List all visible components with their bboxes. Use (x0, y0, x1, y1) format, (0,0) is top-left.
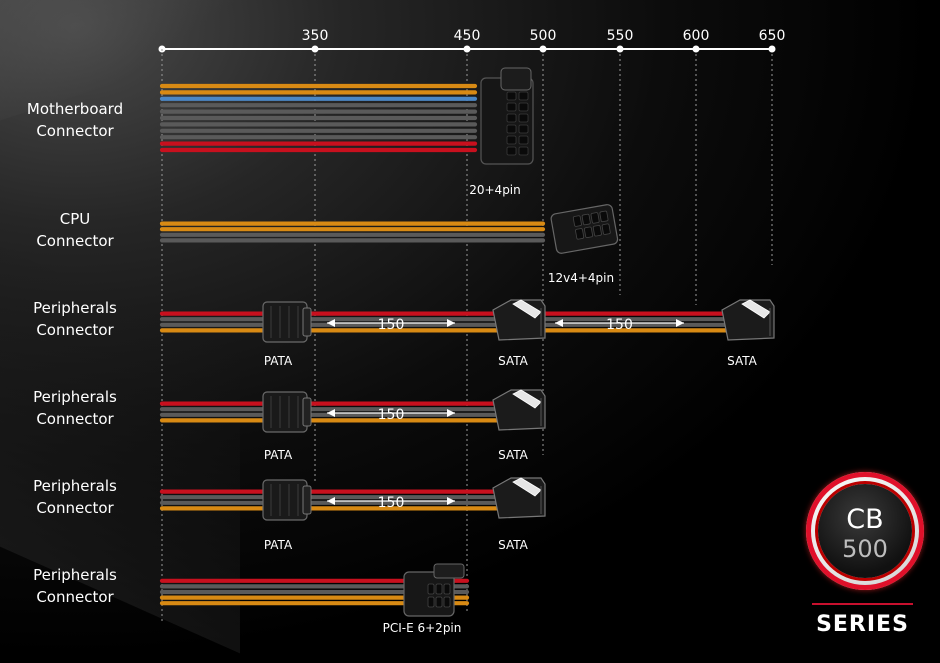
scale-tick-dot-450 (463, 45, 471, 53)
arrow-right-icon (676, 319, 684, 327)
pcie-latch (433, 563, 465, 579)
scale-tick-dot-500 (539, 45, 547, 53)
scale-tick-dot-550 (616, 45, 624, 53)
connector-label: 20+4pin (469, 183, 521, 197)
row-label-line1: Peripherals (33, 299, 117, 317)
row-label-line2: Connector (36, 410, 114, 428)
cable-row-6: PCI-E 6+2pin (159, 563, 470, 635)
row-label-line2: Connector (36, 321, 114, 339)
scale-tick-label-600: 600 (683, 28, 710, 44)
logo-cb-text: CB (846, 504, 884, 535)
connector-label: PCI-E 6+2pin (383, 621, 462, 635)
length-dimension: 150 (327, 317, 455, 333)
row-label-line2: Connector (36, 499, 114, 517)
length-dimension: 150 (555, 317, 684, 333)
eps8-connector-icon (550, 204, 619, 254)
atx24-connector-icon (480, 67, 534, 165)
logo-model-number: 500 (842, 535, 888, 563)
row-label-line1: Peripherals (33, 388, 117, 406)
pata-body (262, 479, 308, 521)
series-wordmark: SERIES (816, 612, 909, 637)
scale-tick-label-450: 450 (454, 28, 481, 44)
arrow-left-icon (327, 497, 335, 505)
length-value: 150 (378, 495, 405, 511)
arrow-left-icon (555, 319, 563, 327)
cb500-logo: CB 500 (806, 472, 924, 590)
scale-tick-dot-600 (692, 45, 700, 53)
pata-body (262, 391, 308, 433)
pata-connector-icon (262, 479, 312, 521)
row-label-line2: Connector (36, 232, 114, 250)
row-label-line1: Peripherals (33, 566, 117, 584)
scale-tick-dot-350 (311, 45, 319, 53)
series-divider (812, 603, 913, 605)
connector-label: SATA (498, 354, 529, 368)
scale-tick-dot-650 (768, 45, 776, 53)
connector-label: PATA (264, 448, 293, 462)
length-dimension: 150 (327, 495, 455, 511)
scale-tick-label-650: 650 (759, 28, 786, 44)
pata-body (262, 301, 308, 343)
sata-connector-icon (492, 477, 546, 519)
pata-connector-icon (262, 301, 312, 343)
arrow-right-icon (447, 319, 455, 327)
row-label-line1: CPU (59, 210, 91, 228)
pcie8-connector-icon (403, 563, 465, 617)
connector-label: 12v4+4pin (548, 271, 614, 285)
sata-connector-icon (492, 299, 546, 341)
arrow-left-icon (327, 319, 335, 327)
row-label-line2: Connector (36, 588, 114, 606)
length-value: 150 (606, 317, 633, 333)
arrow-left-icon (327, 409, 335, 417)
sata-connector-icon (492, 389, 546, 431)
logo-badge: CB 500 (818, 484, 912, 578)
row-label-2: CPU Connector (0, 208, 150, 252)
connector-label: PATA (264, 354, 293, 368)
row-label-line1: Peripherals (33, 477, 117, 495)
length-dimension: 150 (327, 407, 455, 423)
connector-label: SATA (498, 538, 529, 552)
scale-tick-label-500: 500 (530, 28, 557, 44)
connector-label: SATA (498, 448, 529, 462)
cable-row-1: 20+4pin (159, 67, 534, 197)
length-value: 150 (378, 317, 405, 333)
length-value: 150 (378, 407, 405, 423)
cable-row-2: 12v4+4pin (159, 204, 619, 285)
connector-label: PATA (264, 538, 293, 552)
arrow-right-icon (447, 497, 455, 505)
pata-connector-icon (262, 391, 312, 433)
arrow-right-icon (447, 409, 455, 417)
scale-tick-label-350: 350 (302, 28, 329, 44)
row-label-line2: Connector (36, 122, 114, 140)
atx-latch (500, 67, 532, 91)
sata-connector-icon (721, 299, 775, 341)
connector-label: SATA (727, 354, 758, 368)
row-label-line1: Motherboard (26, 100, 124, 118)
scale-tick-label-550: 550 (607, 28, 634, 44)
